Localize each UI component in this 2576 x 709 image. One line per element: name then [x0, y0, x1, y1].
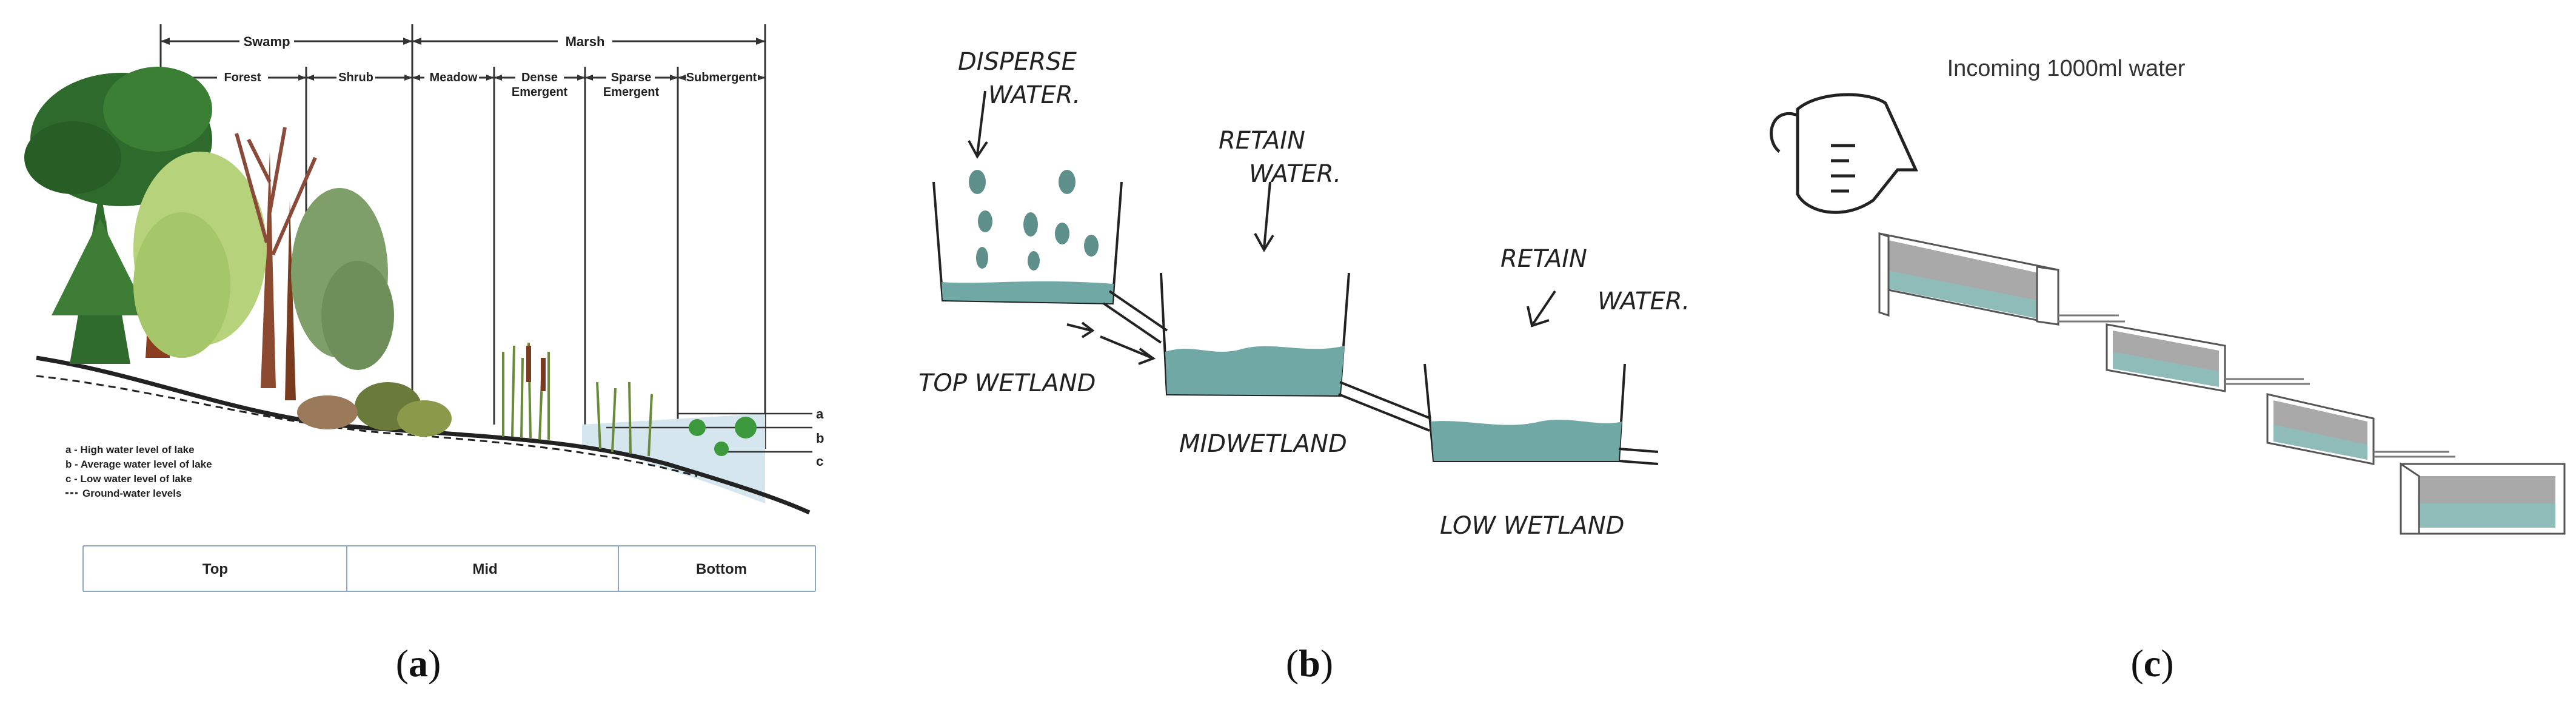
level-letter-c: c [816, 454, 823, 469]
legend-b: b - Average water level of lake [65, 459, 212, 470]
groundwater-line [36, 375, 698, 477]
rain-drops [969, 170, 1099, 270]
ground-line [36, 355, 811, 515]
zone-label-swamp: Swamp [243, 34, 290, 49]
panel-a: Swamp Marsh Forest Shrub Meadow Dense Em… [24, 24, 824, 685]
measuring-jug-icon [1770, 93, 1918, 214]
zone-label-dense: Dense [521, 71, 558, 84]
label-top-wetland: TOP WETLAND [918, 369, 1096, 397]
zone-label-marsh: Marsh [566, 34, 605, 49]
label-retain-mid-water: WATER. [1249, 160, 1341, 188]
sketch-arrows [968, 90, 1556, 365]
zone-label-dense-emergent: Emergent [512, 86, 568, 99]
low-wetland-water [1431, 420, 1622, 461]
zone-label-meadow: Meadow [430, 71, 478, 84]
legend-groundwater: Ground-water levels [82, 488, 181, 499]
label-incoming-water: Incoming 1000ml water [1947, 56, 2186, 81]
caption-c: (c) [2130, 642, 2173, 685]
table-cell-top: Top [202, 561, 228, 577]
level-letter-b: b [816, 431, 824, 446]
tank-box-3 [2266, 393, 2455, 465]
label-retain-mid: RETAIN [1219, 127, 1305, 155]
label-low-wetland: LOW WETLAND [1440, 512, 1624, 540]
zone-dimension-lines [159, 24, 766, 449]
legend-c: c - Low water level of lake [65, 473, 192, 485]
level-letter-a: a [816, 406, 824, 422]
caption-b: (b) [1286, 642, 1333, 685]
zone-label-sparse-emergent: Emergent [603, 86, 660, 99]
tank-box-1 [1878, 232, 2125, 326]
table-cell-bottom: Bottom [696, 561, 747, 577]
zone-label-forest: Forest [224, 71, 261, 84]
arrow-heads [161, 38, 765, 81]
caption-a: (a) [396, 642, 441, 685]
label-retain-low-water: WATER. [1597, 287, 1690, 315]
zone-table [82, 545, 816, 592]
label-mid-wetland: MIDWETLAND [1179, 430, 1347, 458]
top-wetland-water [942, 281, 1114, 303]
tank-box-2 [2106, 323, 2310, 392]
water-level-lines [606, 412, 812, 453]
mid-wetland-water [1165, 346, 1345, 395]
label-disperse: DISPERSE [958, 48, 1077, 76]
label-disperse-water: WATER. [988, 81, 1080, 109]
zone-label-submergent: Submergent [686, 71, 757, 84]
zone-label-sparse: Sparse [611, 71, 652, 84]
panel-c: Incoming 1000ml water [1770, 56, 2566, 685]
label-retain-low: RETAIN [1500, 245, 1587, 273]
vegetation [24, 67, 757, 457]
table-cell-mid: Mid [472, 561, 497, 577]
tank-box-4 [2400, 462, 2566, 535]
panel-b: DISPERSE WATER. RETAIN WATER. RETAIN WAT… [918, 48, 1690, 685]
zone-label-shrub: Shrub [338, 71, 373, 84]
legend-a: a - High water level of lake [65, 444, 195, 455]
